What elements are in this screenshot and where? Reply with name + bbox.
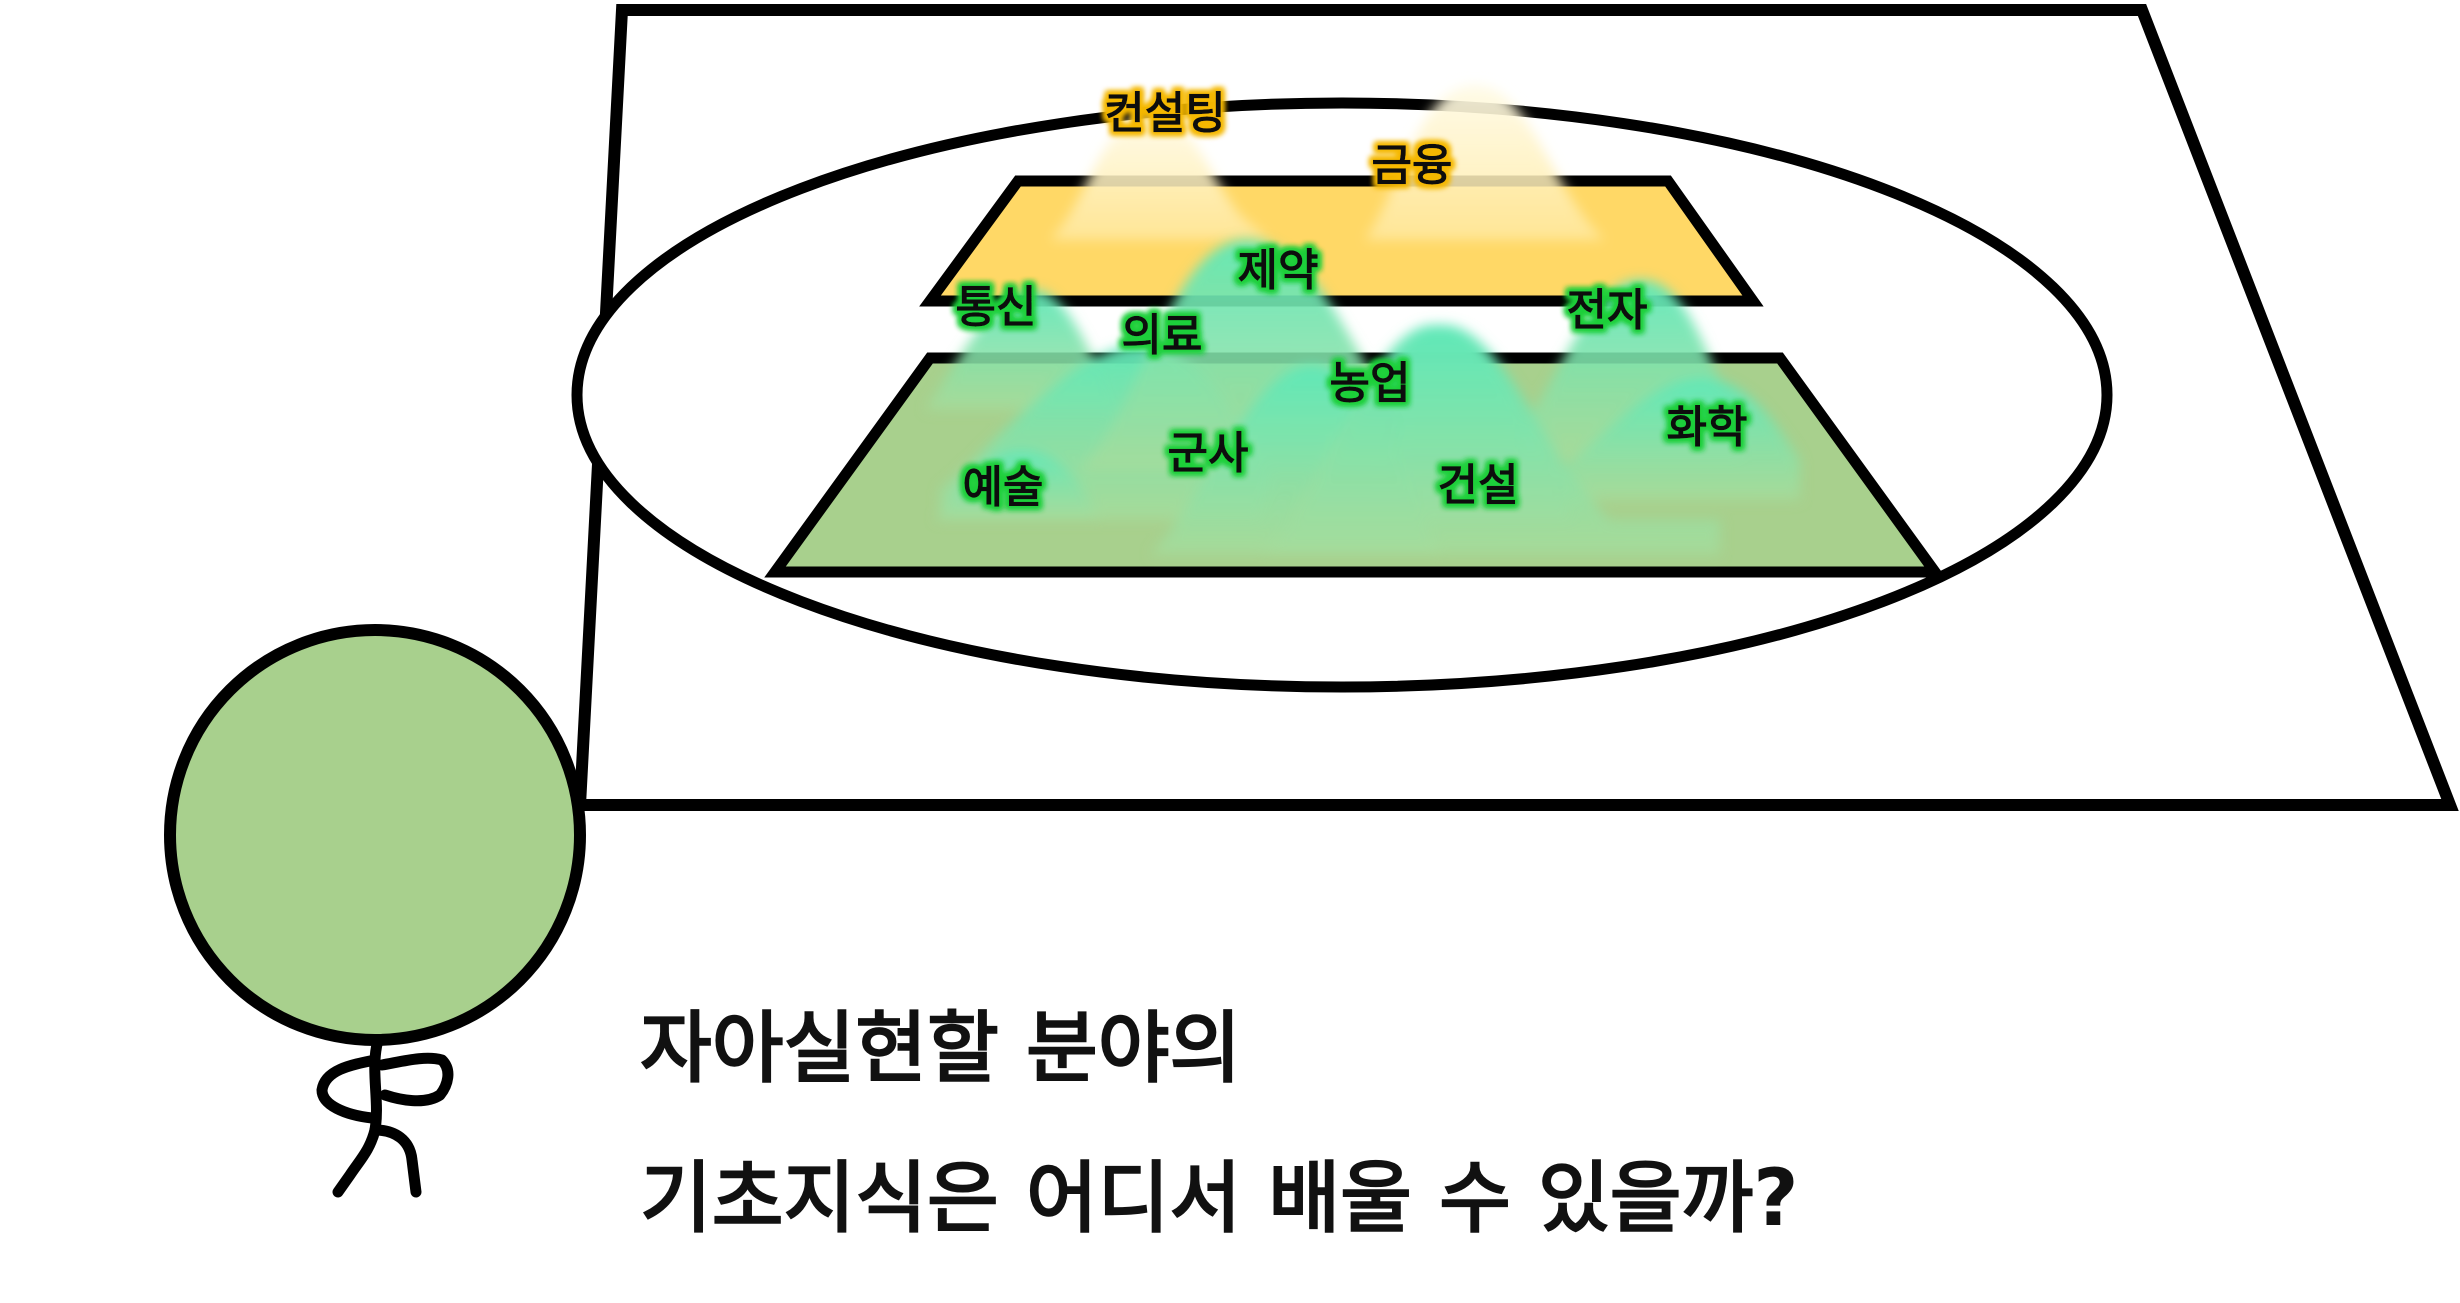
field-label-electronics: 전자 bbox=[1567, 285, 1648, 336]
field-label-finance: 금융 bbox=[1372, 140, 1453, 191]
yellow-mountains bbox=[1050, 85, 1605, 240]
caption-line-2: 기초지식은 어디서 배울 수 있을까? bbox=[640, 1154, 1799, 1244]
field-label-consulting: 컨설팅 bbox=[1104, 88, 1225, 139]
mountain-chemistry bbox=[1560, 378, 1800, 500]
lower-layer-labels: 통신 제약 의료 전자 농업 화학 군사 예술 건설 bbox=[956, 245, 1748, 513]
caption-line-1: 자아실현할 분야의 bbox=[640, 1004, 1242, 1094]
field-label-arts: 예술 bbox=[963, 462, 1044, 513]
stick-figure bbox=[164, 624, 586, 1198]
field-label-construction: 건설 bbox=[1438, 460, 1519, 511]
mountain-consulting bbox=[1050, 114, 1270, 240]
stick-figure-head bbox=[164, 624, 586, 1046]
field-label-medical: 의료 bbox=[1122, 310, 1203, 361]
field-label-telecom: 통신 bbox=[956, 282, 1037, 333]
mountain-construction bbox=[1260, 324, 1720, 555]
field-label-chemistry: 화학 bbox=[1667, 402, 1748, 453]
field-label-military: 군사 bbox=[1168, 428, 1249, 479]
green-mountains bbox=[925, 239, 1800, 555]
upper-layer-labels: 컨설팅 금융 bbox=[1104, 88, 1452, 191]
field-label-agriculture: 농업 bbox=[1330, 358, 1411, 409]
mountain-finance bbox=[1365, 85, 1605, 240]
stick-figure-legs bbox=[316, 1034, 454, 1198]
field-label-pharma: 제약 bbox=[1238, 245, 1319, 296]
mountain-arts bbox=[935, 450, 1100, 520]
